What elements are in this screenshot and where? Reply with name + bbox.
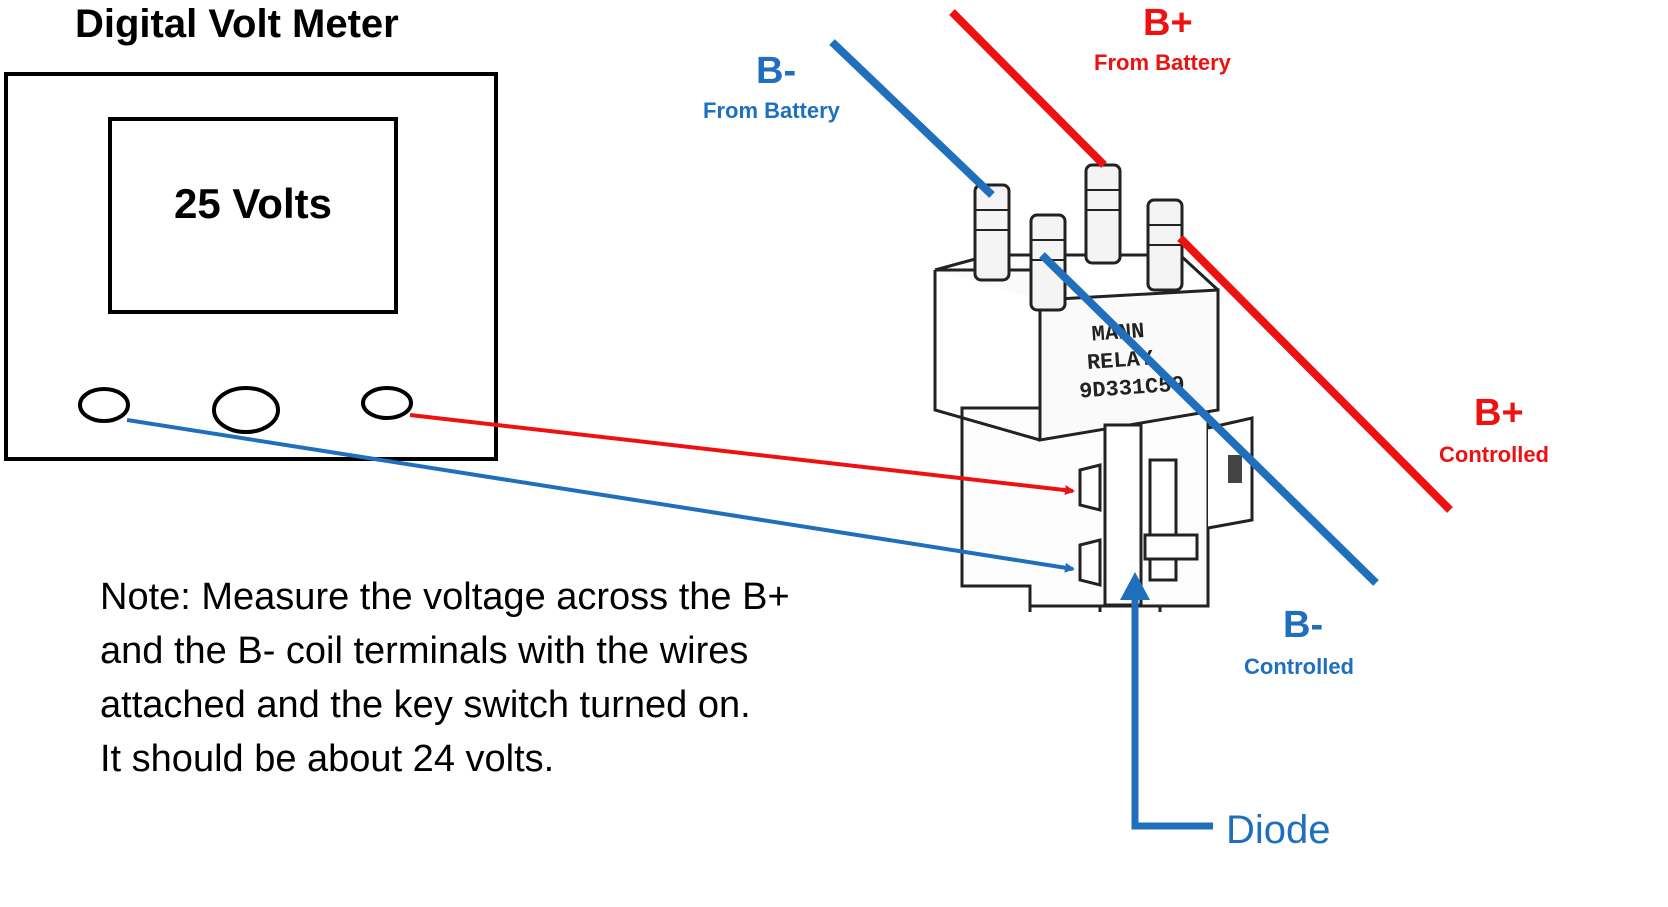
meter-reading: 25 Volts [174,180,332,227]
volt-meter-body [4,72,498,461]
b-plus-controlled-label: B+ [1474,392,1524,434]
note-line-1: Note: Measure the voltage across the B+ [100,576,790,618]
relay-drawing [933,163,1254,612]
b-plus-controlled-sublabel: Controlled [1439,442,1549,467]
measurement-note: Note: Measure the voltage across the B+ … [100,570,790,786]
diode-pointer-line [1131,590,1213,830]
meter-jack-common [212,386,280,434]
note-line-2: and the B- coil terminals with the wires [100,630,749,672]
b-minus-battery-sublabel: From Battery [703,98,840,123]
diode-label: Diode [1226,808,1331,852]
negative-probe-wire [126,418,1075,573]
b-minus-controlled-sublabel: Controlled [1244,654,1354,679]
meter-jack-negative [78,387,130,423]
diode-pointer-arrowhead [1120,572,1150,600]
meter-title: Digital Volt Meter [75,2,399,46]
volt-meter-display [108,117,398,314]
note-line-4: It should be about 24 volts. [100,738,555,780]
b-minus-battery-label: B- [756,50,797,92]
b-plus-battery-sublabel: From Battery [1094,50,1231,75]
b-plus-battery-cable [949,9,1107,168]
b-minus-battery-cable [829,39,995,198]
positive-probe-wire [409,413,1075,496]
b-minus-controlled-label: B- [1283,604,1324,646]
b-plus-battery-label: B+ [1143,2,1193,44]
relay-marking: MANN RELAY 9D331C59 [1078,319,1185,405]
meter-jack-positive [361,386,413,420]
b-plus-controlled-cable [1177,235,1453,513]
b-minus-controlled-cable [1039,252,1379,586]
note-line-3: attached and the key switch turned on. [100,684,751,726]
